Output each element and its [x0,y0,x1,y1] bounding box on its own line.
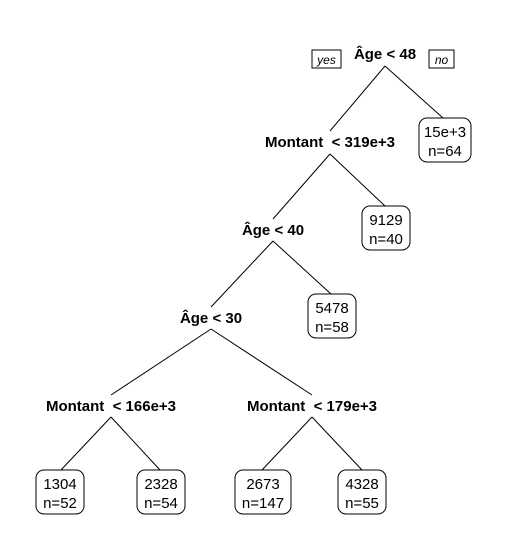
edge-montant319-right [329,153,386,207]
split-label-age-40: Âge < 40 [242,221,304,239]
edge-root-right [384,65,444,119]
leaf-value: 15e+3 [424,124,466,141]
edge-age40-left [210,240,274,308]
split-label-montant-166: Montant < 166e+3 [46,398,176,415]
edge-montant166-right [110,416,161,471]
leaf-value: 5478 [315,300,348,317]
leaf-node: 15e+3 n=64 [418,117,472,163]
leaf-node: 2673 n=147 [234,469,292,515]
edge-montant179-right [311,416,363,471]
leaf-value: 9129 [369,212,402,229]
tree-edges [60,65,444,471]
edge-montant166-left [60,416,112,471]
leaf-node: 1304 n=52 [35,469,85,515]
leaf-count: n=52 [43,495,77,512]
leaf-count: n=58 [315,319,349,336]
split-label-montant-319: Montant < 319e+3 [265,134,395,151]
branch-tag-no-label: no [435,53,449,67]
edge-age40-right [272,240,332,295]
leaf-value: 4328 [345,476,378,493]
leaf-count: n=40 [369,231,403,248]
leaf-node: 4328 n=55 [337,469,387,515]
edge-montant179-left [261,416,313,471]
split-label-montant-179: Montant < 179e+3 [247,398,377,415]
leaf-count: n=64 [428,143,462,160]
branch-tag-yes-label: yes [316,53,336,67]
leaf-node: 5478 n=58 [307,293,357,339]
leaf-count: n=55 [345,495,379,512]
leaf-count: n=54 [144,495,178,512]
branch-tag-yes: yes [311,49,342,69]
leaf-node: 2328 n=54 [136,469,186,515]
edge-root-left [329,65,386,132]
leaf-value: 2673 [246,476,279,493]
branch-tag-no: no [428,49,455,69]
leaf-value: 2328 [144,476,177,493]
leaf-count: n=147 [242,495,284,512]
edge-montant319-left [272,153,331,220]
split-label-age-30: Âge < 30 [180,309,242,327]
edge-age30-left [110,328,212,396]
leaf-value: 1304 [43,476,76,493]
split-label-root: Âge < 48 [354,45,416,63]
edge-age30-right [210,328,313,396]
leaf-node: 9129 n=40 [361,205,411,251]
